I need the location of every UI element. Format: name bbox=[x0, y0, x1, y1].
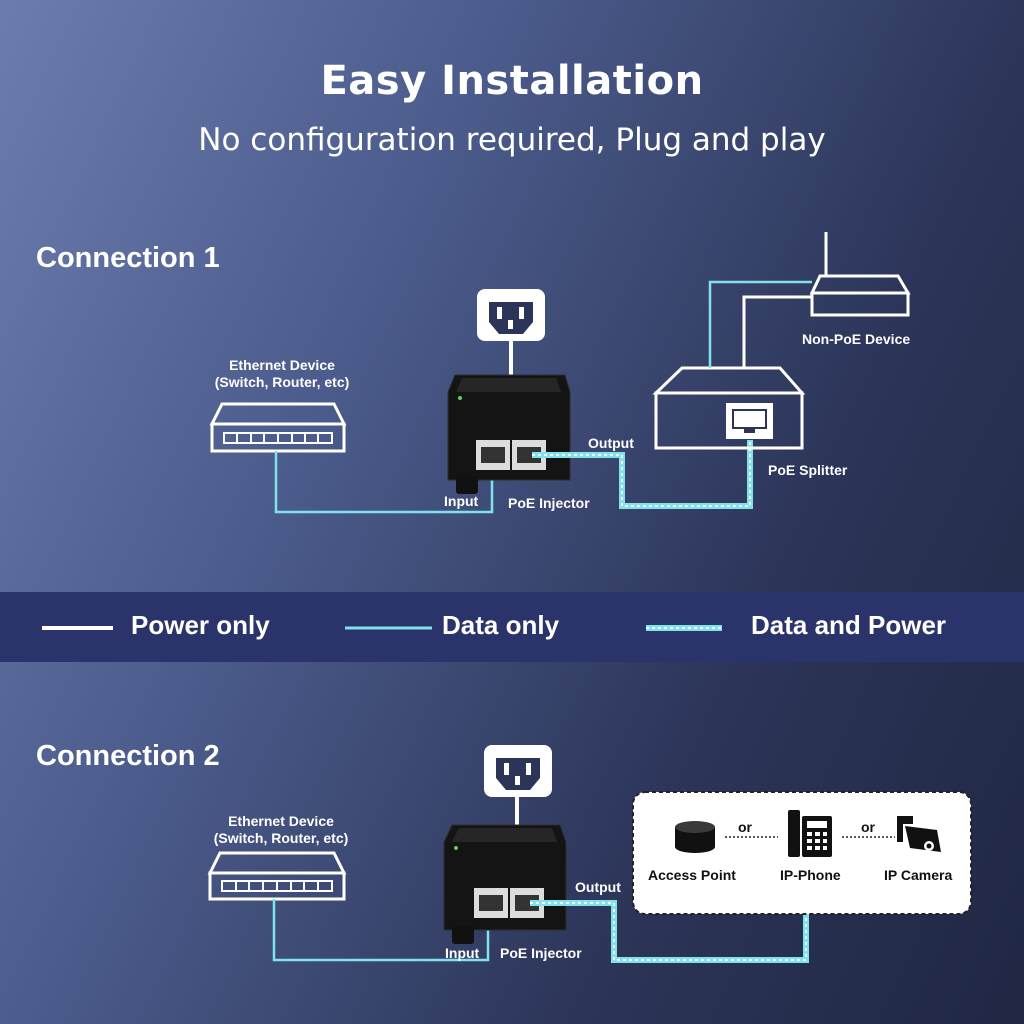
page-subtitle: No configuration required, Plug and play bbox=[198, 122, 826, 158]
power-socket-icon-1 bbox=[477, 289, 545, 378]
ethernet-switch-icon-2 bbox=[207, 851, 347, 901]
access-point-label: Access Point bbox=[648, 867, 736, 883]
data-cable-1 bbox=[274, 451, 494, 514]
or-label-1: or bbox=[738, 819, 752, 835]
connection-2-title: Connection 2 bbox=[36, 740, 220, 772]
legend-band bbox=[0, 592, 1024, 662]
access-point-icon bbox=[675, 821, 715, 853]
ip-phone-icon bbox=[788, 810, 832, 857]
legend-data-and-power-label: Data and Power bbox=[751, 610, 947, 640]
non-poe-device-label: Non-PoE Device bbox=[802, 331, 911, 347]
data-cable-2 bbox=[708, 280, 812, 368]
injector-label-1: PoE Injector bbox=[508, 495, 590, 511]
output-label-1: Output bbox=[588, 435, 634, 451]
or-label-2: or bbox=[861, 819, 875, 835]
ip-camera-icon bbox=[897, 816, 941, 852]
power-cable-1 bbox=[742, 295, 812, 368]
splitter-label: PoE Splitter bbox=[768, 462, 848, 478]
poe-splitter-device bbox=[652, 366, 806, 450]
data-power-cable-1 bbox=[532, 440, 753, 509]
ip-phone-label: IP-Phone bbox=[780, 867, 841, 883]
input-label-1: Input bbox=[444, 493, 479, 509]
ethernet-device-label-1: Ethernet Device (Switch, Router, etc) bbox=[200, 357, 364, 391]
ip-camera-label: IP Camera bbox=[884, 867, 953, 883]
power-socket-icon-2 bbox=[484, 745, 552, 832]
data-power-cable-2 bbox=[530, 900, 809, 963]
non-poe-device-icon bbox=[809, 232, 911, 317]
injector-label-2: PoE Injector bbox=[500, 945, 582, 961]
page-title: Easy Installation bbox=[320, 58, 704, 104]
output-label-2: Output bbox=[575, 879, 621, 895]
poe-injector-device-2 bbox=[443, 824, 567, 944]
ethernet-device-label-2: Ethernet Device (Switch, Router, etc) bbox=[199, 813, 363, 847]
connection-1-title: Connection 1 bbox=[36, 242, 220, 274]
ethernet-device-name-1: Ethernet Device bbox=[229, 357, 335, 373]
legend-data-only-label: Data only bbox=[442, 610, 560, 640]
ethernet-device-sub-1: (Switch, Router, etc) bbox=[214, 374, 350, 390]
legend-power-only-label: Power only bbox=[131, 610, 270, 640]
input-label-2: Input bbox=[445, 945, 480, 961]
poe-injector-device-1 bbox=[447, 374, 571, 494]
ethernet-device-sub-2: (Switch, Router, etc) bbox=[213, 830, 349, 846]
ethernet-device-name-2: Ethernet Device bbox=[228, 813, 334, 829]
data-cable-3 bbox=[272, 899, 490, 962]
ethernet-switch-icon bbox=[209, 402, 347, 453]
